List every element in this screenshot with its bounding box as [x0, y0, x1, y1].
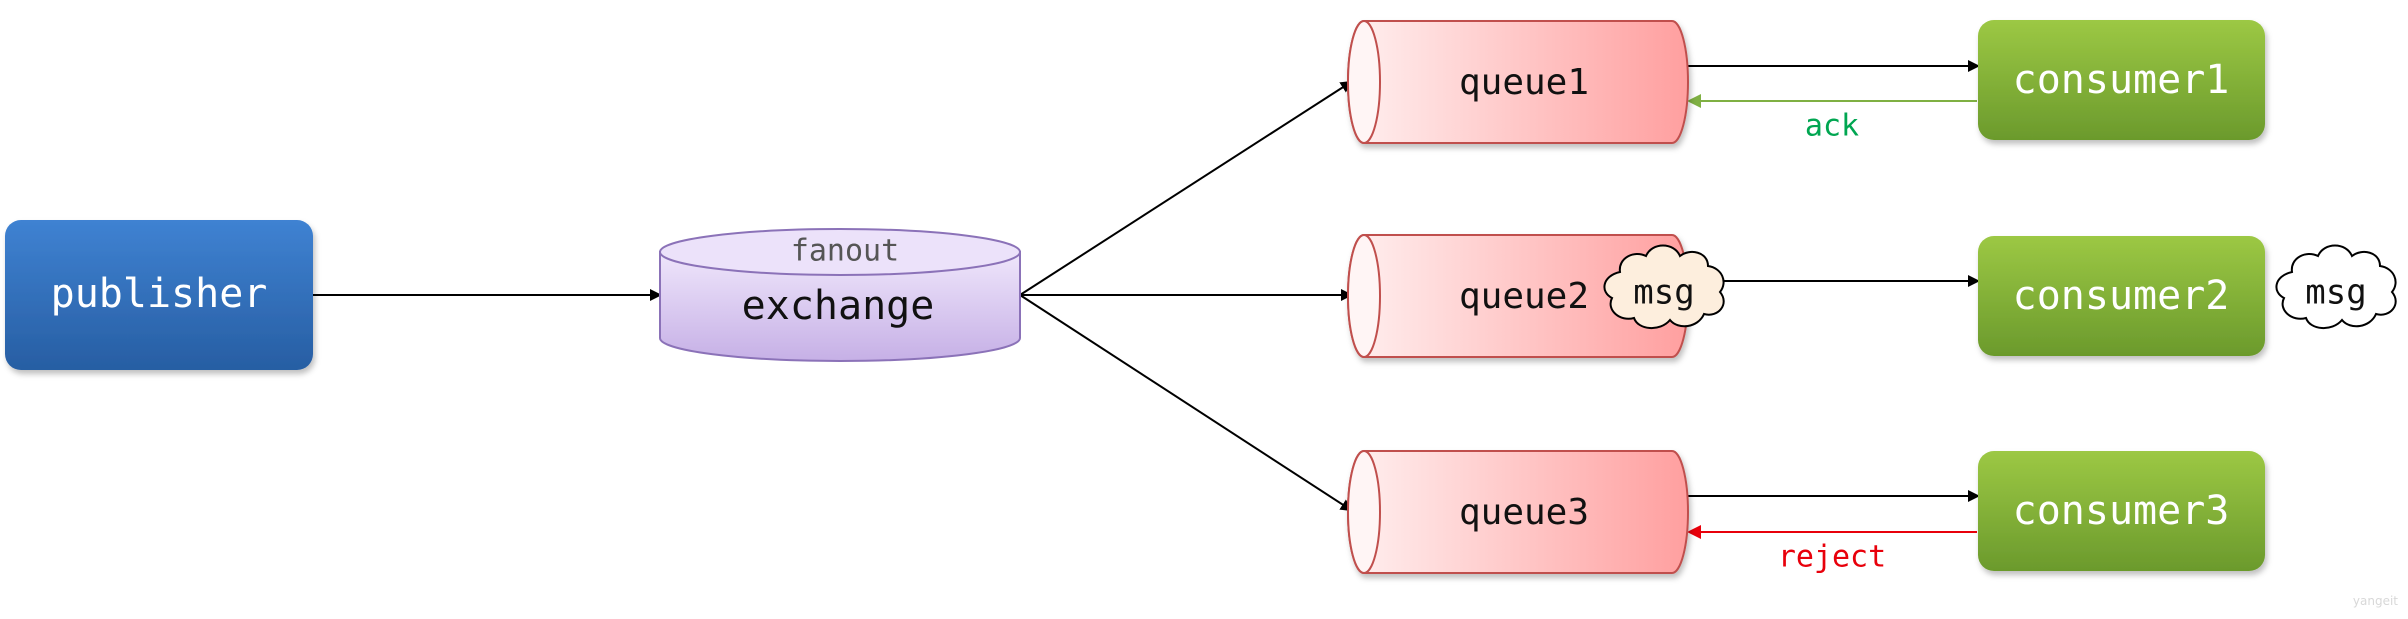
publisher-label: publisher	[51, 271, 268, 317]
exchange-node	[659, 228, 1021, 362]
watermark: yangeit	[2353, 594, 2398, 608]
edges	[313, 60, 1980, 539]
queue2-label: queue2	[1459, 276, 1589, 317]
queue3-label: queue3	[1459, 492, 1589, 533]
edge-exchange-queue3	[1019, 294, 1353, 512]
publisher-node	[5, 220, 313, 370]
consumer1-label: consumer1	[2013, 57, 2230, 103]
queue2-msg-cloud-icon	[1603, 244, 1725, 329]
reject-label: reject	[1778, 540, 1886, 575]
consumer2-msg-label: msg	[2305, 273, 2366, 313]
consumer1-node	[1978, 20, 2265, 140]
queue1-node	[1347, 20, 1689, 144]
consumer2-label: consumer2	[2013, 273, 2230, 319]
exchange-type-label: fanout	[791, 234, 899, 269]
queue1-label: queue1	[1459, 62, 1589, 103]
consumer2-node	[1978, 236, 2265, 356]
consumer3-node	[1978, 451, 2265, 571]
queue3-node	[1347, 450, 1689, 574]
edge-exchange-queue1	[1019, 80, 1353, 296]
consumer3-label: consumer3	[2013, 488, 2230, 534]
consumer2-msg-cloud-icon	[2275, 244, 2397, 329]
ack-label: ack	[1805, 109, 1859, 144]
queue2-msg-label: msg	[1633, 273, 1694, 313]
exchange-label: exchange	[742, 283, 935, 329]
